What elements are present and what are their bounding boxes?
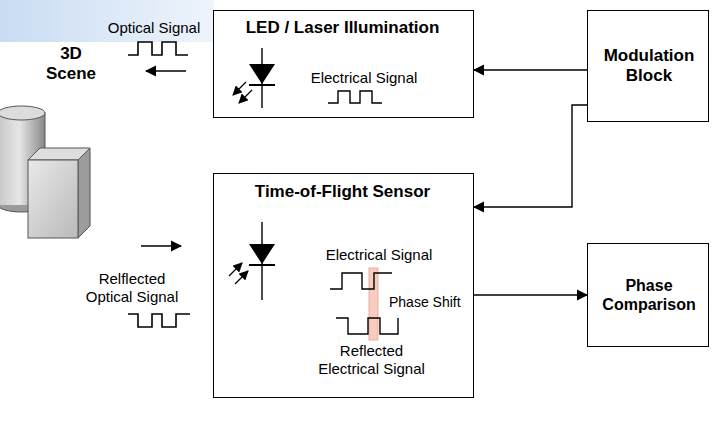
box-title: Time-of-Flight Sensor (214, 182, 471, 202)
phase-comparison-box: Phase Comparison (587, 243, 709, 347)
header-band (0, 0, 214, 42)
sensor-reflected-wave (336, 318, 398, 334)
optical-wave (128, 42, 188, 55)
modulation-box: Modulation Block (587, 10, 709, 122)
signal-connector (474, 105, 587, 207)
signal-connector (474, 294, 587, 295)
signal-connector (474, 69, 587, 70)
cube-object (28, 148, 90, 238)
box-title: Modulation Block (594, 46, 704, 87)
illumination-box: LED / Laser IlluminationElectrical Signa… (213, 10, 474, 118)
reflect-arrow (141, 245, 181, 246)
box-title: Phase Comparison (594, 276, 704, 314)
phase-shift-label: Phase Shift (389, 294, 467, 311)
reflected-wave (128, 314, 190, 327)
signal-name: Relflected Optical Signal (80, 270, 184, 306)
signal-name: Electrical Signal (299, 246, 459, 264)
emit-arrow (146, 70, 186, 71)
signal-name: Electrical Signal (284, 69, 444, 87)
scene-label: 3D Scene (40, 44, 102, 85)
photodiode-symbol (229, 222, 275, 300)
signal-name: Optical Signal (98, 19, 210, 37)
signal-name: Reflected Electrical Signal (309, 342, 434, 378)
led-diode-symbol (233, 48, 275, 108)
sensor-box: Time-of-Flight SensorElectrical SignalPh… (213, 173, 474, 398)
sensor-electrical-wave (330, 273, 392, 289)
box-title: LED / Laser Illumination (214, 18, 471, 38)
electrical-wave (328, 91, 382, 103)
